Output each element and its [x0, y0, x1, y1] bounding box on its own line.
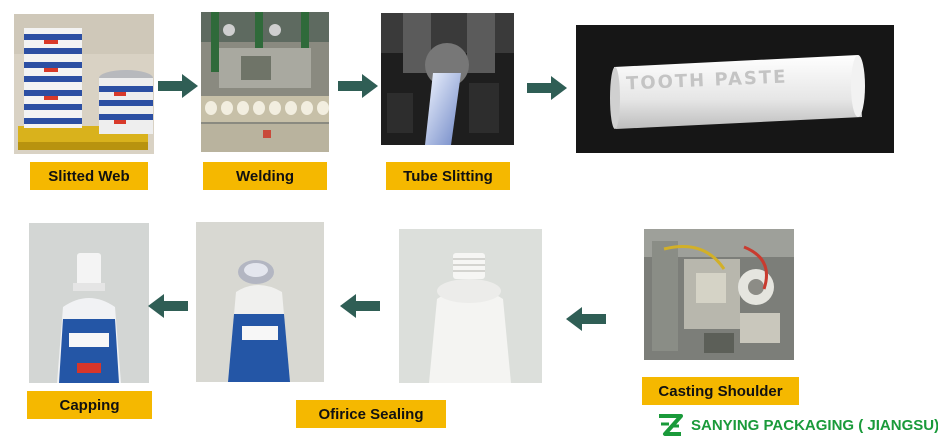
slitted-web-label: Slitted Web: [30, 162, 148, 190]
shoulder-photo: [399, 229, 542, 383]
casting-shoulder-photo: [644, 229, 794, 360]
welding-photo: [201, 12, 329, 152]
slitted-web-photo: [14, 14, 154, 154]
left-arrow-icon: [148, 294, 188, 318]
casting-shoulder-label: Casting Shoulder: [642, 377, 799, 405]
tube-slitting-label: Tube Slitting: [386, 162, 510, 190]
capping-photo: [29, 223, 149, 383]
right-arrow-icon: [338, 74, 378, 98]
sanying-logo-icon: [659, 414, 683, 436]
brand: SANYING PACKAGING ( JIANGSU): [655, 410, 938, 440]
right-arrow-icon: [527, 76, 567, 100]
right-arrow-icon: [158, 74, 198, 98]
tooth-paste-tube-photo: TOOTH PASTE: [576, 25, 894, 153]
left-arrow-icon: [340, 294, 380, 318]
capping-label: Capping: [27, 391, 152, 419]
ofirice-sealing-photo: [196, 222, 324, 382]
left-arrow-icon: [566, 307, 606, 331]
tube-slitting-photo: [381, 13, 514, 145]
brand-name: SANYING PACKAGING ( JIANGSU): [691, 416, 938, 434]
ofirice-sealing-label: Ofirice Sealing: [296, 400, 446, 428]
welding-label: Welding: [203, 162, 327, 190]
